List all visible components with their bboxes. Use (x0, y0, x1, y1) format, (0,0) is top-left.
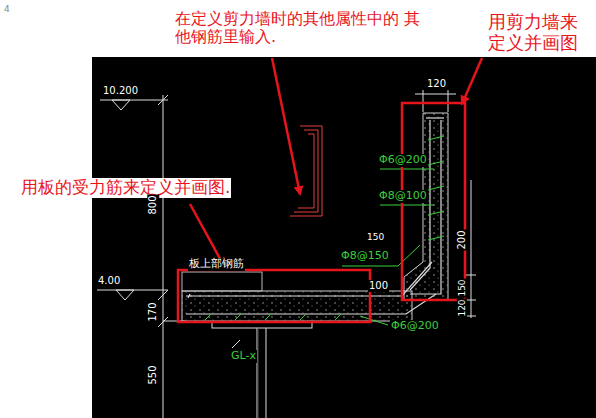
annotation-note: 用剪力墙来 定义并画图 (487, 12, 589, 53)
dimension-value: 120 (457, 298, 467, 317)
right-dimensions (415, 90, 476, 318)
annotation-note: 在定义剪力墙时的其他属性中的 其他钢筋里输入. (174, 10, 426, 47)
steel-beam (212, 322, 312, 418)
dimension-value: 800 (147, 194, 159, 215)
dimension-line (158, 95, 185, 418)
dimension-value: 150 (366, 232, 385, 242)
callout-arrows (190, 58, 482, 266)
rebar-label: 板上部钢筋 (188, 258, 245, 271)
rebar-label: Φ6@200 (390, 320, 440, 333)
cad-background (92, 57, 596, 418)
dimension-value: 550 (147, 364, 159, 385)
rebar-label: Φ8@150 (340, 250, 390, 263)
level-value: 4.00 (97, 275, 121, 287)
rebar-label: Φ8@100 (378, 190, 428, 203)
wall-rebar (410, 118, 444, 294)
dimension-value: 170 (147, 301, 159, 322)
leader-lines (342, 169, 434, 325)
rebar-label: Φ6@200 (378, 154, 428, 167)
page-number: 4 (3, 4, 11, 14)
beam-label: GL-x (230, 350, 257, 363)
wall-ties (428, 136, 444, 240)
level-symbols (97, 100, 168, 300)
callout-box (178, 270, 370, 322)
dimension-value: 200 (456, 229, 468, 250)
shear-wall (404, 113, 448, 300)
rebar-ticks (205, 314, 341, 320)
dimension-value: 100 (368, 280, 389, 292)
dimension-value: 120 (426, 78, 447, 90)
slab-label-box (182, 272, 262, 291)
level-value: 10.200 (102, 85, 139, 97)
dimension-value: 150 (457, 278, 467, 297)
annotation-note: 用板的受力筋来定义并画图. (20, 178, 231, 198)
